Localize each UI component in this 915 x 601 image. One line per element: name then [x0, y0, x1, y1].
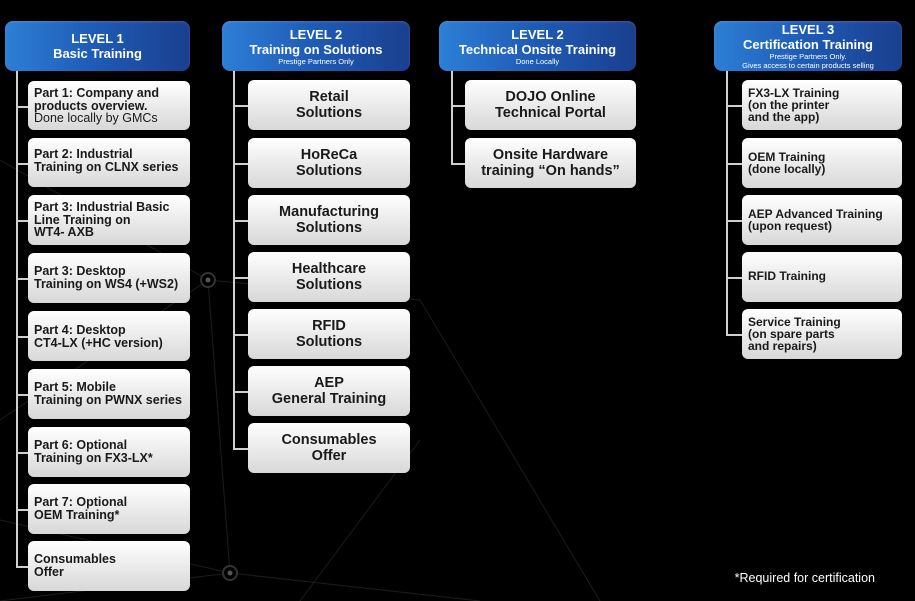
- level2-solutions-subtitle: Prestige Partners Only: [278, 57, 354, 66]
- level2-solutions-branch: [233, 448, 248, 450]
- level2-technical-title: Technical Onsite Training: [458, 42, 617, 57]
- level2-solutions-branch: [233, 163, 248, 165]
- level3-branch: [726, 105, 742, 107]
- level2-technical-subtitle: Done Locally: [515, 57, 560, 66]
- level2-technical-branch: [451, 105, 465, 107]
- level1-branch: [16, 278, 28, 280]
- level1-item-part7: Part 7: Optional OEM Training*: [28, 484, 190, 534]
- level3-connector-vertical: [726, 71, 728, 334]
- level2-solutions-branch: [233, 334, 248, 336]
- level2-item-aep: AEP General Training: [248, 366, 410, 416]
- level2-item-retail: Retail Solutions: [248, 80, 410, 130]
- level2-technical-connector-vertical: [451, 71, 453, 163]
- level2-item-consumables: Consumables Offer: [248, 423, 410, 473]
- level2-solutions-title: Training on Solutions: [249, 42, 383, 57]
- level1-branch: [16, 163, 28, 165]
- level1-branch: [16, 566, 28, 568]
- level3-item-aep-advanced: AEP Advanced Training (upon request): [742, 195, 902, 245]
- level2-item-manufacturing: Manufacturing Solutions: [248, 195, 410, 245]
- level1-branch: [16, 509, 28, 511]
- level1-item-part3-desktop: Part 3: Desktop Training on WS4 (+WS2): [28, 253, 190, 303]
- level1-title: Basic Training: [53, 46, 142, 61]
- level1-branch: [16, 452, 28, 454]
- level2-technical-header: LEVEL 2 Technical Onsite Training Done L…: [439, 21, 636, 71]
- level1-item-part1: Part 1: Company and products overview. D…: [28, 81, 190, 130]
- level2-solutions-branch: [233, 277, 248, 279]
- level2-solutions-connector-vertical: [233, 71, 235, 448]
- level3-branch: [726, 277, 742, 279]
- level2-item-healthcare: Healthcare Solutions: [248, 252, 410, 302]
- level1-header: LEVEL 1 Basic Training: [5, 21, 190, 71]
- level2-solutions-branch: [233, 105, 248, 107]
- level2-item-horeca: HoReCa Solutions: [248, 138, 410, 188]
- level1-item-part5: Part 5: Mobile Training on PWNX series: [28, 369, 190, 419]
- level1-item-part6: Part 6: Optional Training on FX3-LX*: [28, 427, 190, 477]
- level2-solutions-branch: [233, 391, 248, 393]
- level1-branch: [16, 394, 28, 396]
- level2-solutions-label: LEVEL 2: [289, 27, 343, 42]
- level3-header: LEVEL 3 Certification Training Prestige …: [714, 21, 902, 71]
- level3-item-service: Service Training (on spare parts and rep…: [742, 309, 902, 359]
- level1-item-part4: Part 4: Desktop CT4-LX (+HC version): [28, 311, 190, 361]
- level3-subtitle-1: Prestige Partners Only.: [769, 52, 847, 61]
- level1-branch: [16, 220, 28, 222]
- level3-subtitle-2: Gives access to certain products selling: [742, 61, 874, 70]
- level1-label: LEVEL 1: [71, 31, 124, 46]
- certification-footnote: *Required for certification: [734, 571, 875, 585]
- level1-branch: [16, 336, 28, 338]
- level2-item-dojo-portal: DOJO Online Technical Portal: [465, 80, 636, 130]
- node-dot: [227, 570, 233, 576]
- level3-item-rfid: RFID Training: [742, 252, 902, 302]
- level3-item-fx3lx: FX3-LX Training (on the printer and the …: [742, 80, 902, 130]
- level2-item-onsite-hardware: Onsite Hardware training “On hands”: [465, 138, 636, 188]
- level1-item-part3-industrial: Part 3: Industrial Basic Line Training o…: [28, 195, 190, 245]
- level3-title: Certification Training: [742, 37, 873, 52]
- level3-label: LEVEL 3: [781, 22, 835, 37]
- level1-branch: [16, 106, 28, 108]
- level1-item-note: Done locally by GMCs: [34, 111, 158, 125]
- level3-item-oem: OEM Training (done locally): [742, 138, 902, 188]
- level2-technical-label: LEVEL 2: [511, 27, 564, 42]
- level2-technical-branch: [451, 163, 465, 165]
- level1-item-consumables: Consumables Offer: [28, 541, 190, 591]
- level2-solutions-branch: [233, 220, 248, 222]
- level2-item-rfid: RFID Solutions: [248, 309, 410, 359]
- level3-branch: [726, 220, 742, 222]
- level3-branch: [726, 163, 742, 165]
- level1-item-part2: Part 2: Industrial Training on CLNX seri…: [28, 138, 190, 187]
- level1-connector-vertical: [16, 71, 18, 567]
- level2-solutions-header: LEVEL 2 Training on Solutions Prestige P…: [222, 21, 410, 71]
- node-dot: [205, 277, 211, 283]
- level3-branch: [726, 334, 742, 336]
